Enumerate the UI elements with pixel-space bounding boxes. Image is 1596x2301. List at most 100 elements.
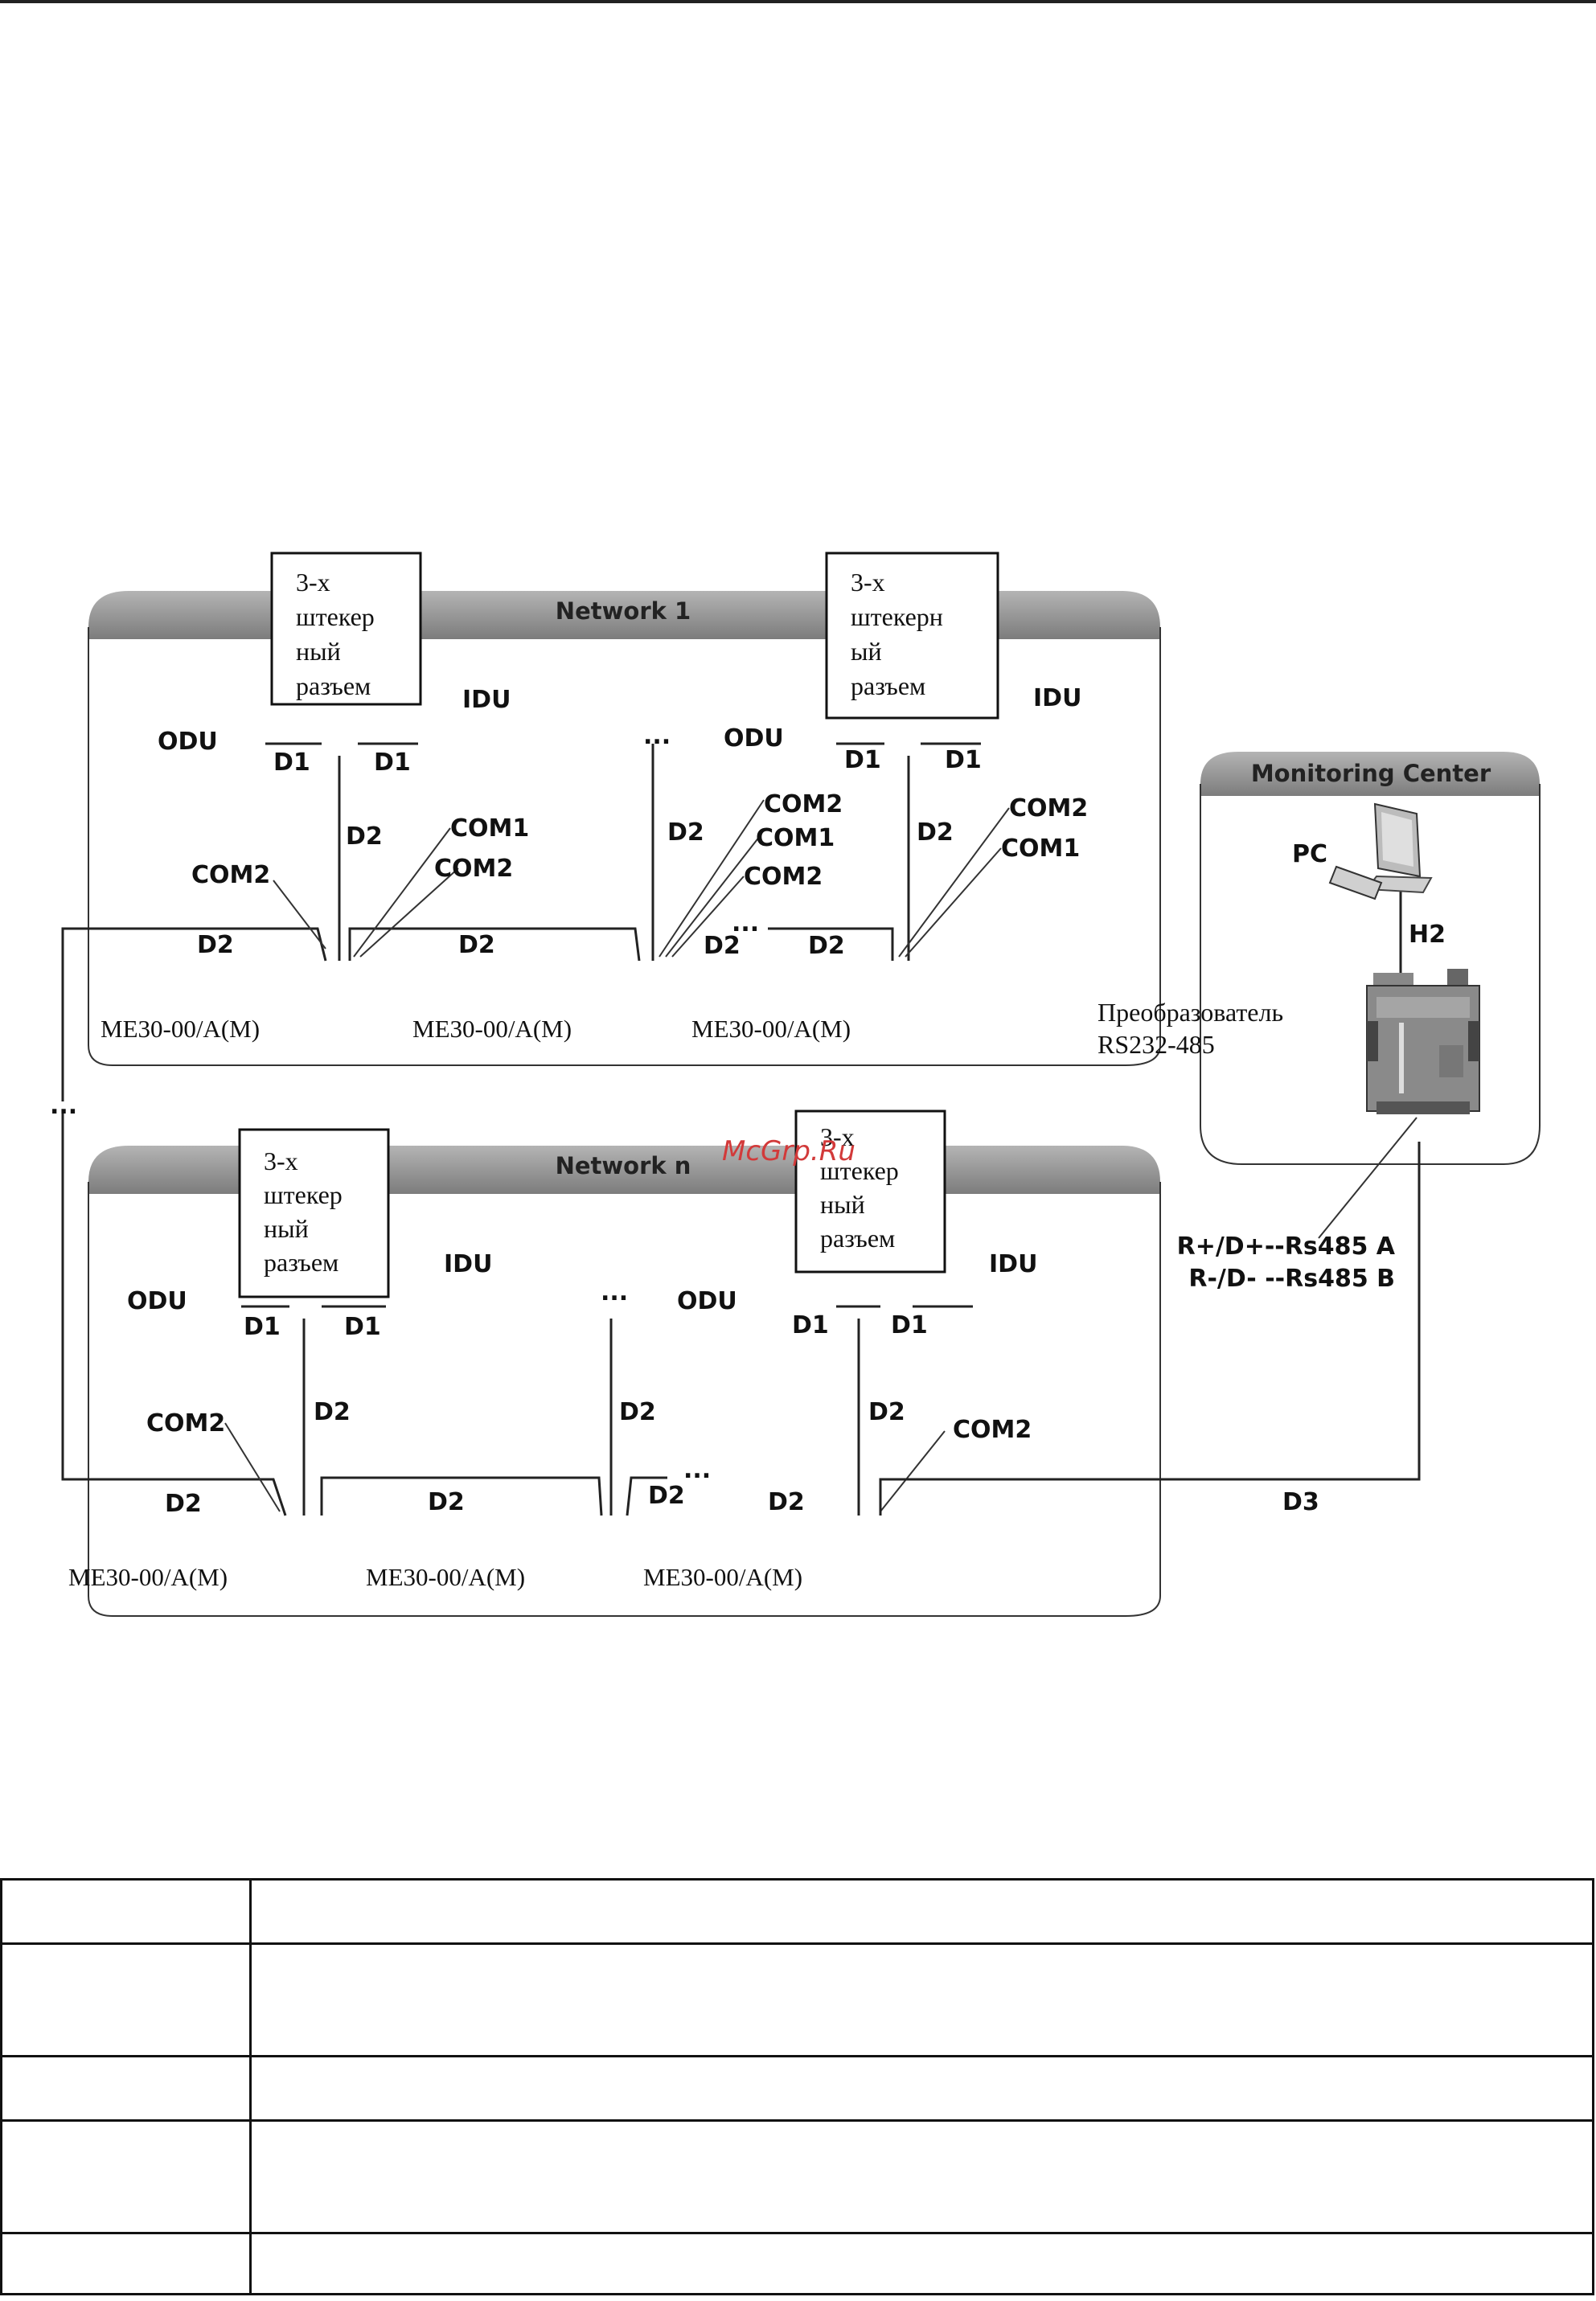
com2-label-1: COM2 (434, 855, 513, 883)
callout4-line2: штекер (820, 1156, 899, 1185)
ellipsis-2: ... (732, 909, 759, 937)
d2-label-10: D2 (428, 1488, 465, 1516)
monitoring-wiring (1318, 884, 1418, 1239)
callout1-line3: ный (296, 637, 341, 666)
callout3-line1: 3-х (264, 1146, 298, 1175)
ellipsis-1: ... (643, 722, 671, 750)
network1-panel: Network 1 (88, 591, 1161, 1066)
com1-label-1: COM1 (450, 814, 529, 843)
d2-label-3: D2 (458, 931, 495, 959)
callout2-line2: штекерн (851, 602, 943, 631)
converter-label-line2: RS232-485 (1098, 1030, 1215, 1059)
connector-callout-4: 3-х штекер ный разъем (794, 1109, 946, 1274)
ellipsis-5: ... (683, 1456, 711, 1484)
empty-table (0, 1878, 1596, 2296)
table-cell-value (249, 1942, 1594, 2057)
table-cell-value (249, 2055, 1594, 2122)
table-cell-label (0, 2119, 252, 2234)
model-label-2: ME30-00/A(M) (412, 1015, 572, 1043)
model-label-1: ME30-00/A(M) (101, 1015, 260, 1043)
connector-callout-2: 3-х штекерн ый разъем (825, 552, 999, 720)
model-label-5: ME30-00/A(M) (366, 1563, 525, 1591)
table-cell-label (0, 2232, 252, 2295)
d1-label-5: D1 (244, 1313, 281, 1341)
top-rule (0, 0, 1596, 3)
d3-label: D3 (1282, 1488, 1319, 1516)
model-label-4: ME30-00/A(M) (68, 1563, 228, 1591)
d2-label-12: D2 (648, 1482, 685, 1510)
table-row (0, 1878, 1594, 1945)
d2-label-8: D2 (314, 1398, 351, 1426)
idu-label-4: IDU (989, 1250, 1037, 1278)
com2-label-2: COM2 (191, 861, 270, 889)
network-diagram: Network 1 Network n Monitoring Center (50, 552, 1541, 1617)
d2-label-13: D2 (768, 1488, 805, 1516)
com1-label-3: COM1 (1001, 835, 1080, 863)
d2-label-9: D2 (165, 1490, 202, 1518)
networkn-wiring (61, 1109, 1421, 1516)
callout4-line3: ный (820, 1190, 865, 1219)
idu-label-3: IDU (444, 1250, 492, 1278)
callout1-line1: 3-х (296, 568, 330, 597)
network1-title: Network 1 (556, 597, 691, 625)
table-cell-value (249, 1878, 1594, 1945)
odu-label-4: ODU (677, 1287, 737, 1315)
odu-label-1: ODU (158, 728, 218, 756)
com2-label-3: COM2 (764, 790, 843, 818)
table-row (0, 2119, 1594, 2234)
d2-label-6: D2 (808, 932, 845, 960)
connector-callout-3: 3-х штекер ный разъем (238, 1128, 390, 1298)
table-cell-value (249, 2232, 1594, 2295)
table-row (0, 2055, 1594, 2122)
d2-label-4: D2 (667, 818, 704, 847)
pc-label: PC (1292, 840, 1327, 868)
odu-label-2: ODU (724, 724, 784, 753)
com2-label-4: COM2 (744, 863, 823, 891)
model-label-3: ME30-00/A(M) (691, 1015, 851, 1043)
table-cell-label (0, 2055, 252, 2122)
odu-label-3: ODU (127, 1287, 187, 1315)
callout2-line3: ый (851, 637, 882, 666)
monitoring-panel: Monitoring Center (1200, 752, 1541, 1165)
table-cell-label (0, 1942, 252, 2057)
d2-label-2: D2 (197, 931, 234, 959)
network1-wiring (61, 742, 1010, 1101)
rs485-a-label: R+/D+--Rs485 A (1177, 1233, 1396, 1261)
callout1-line2: штекер (296, 602, 375, 631)
d2-label-5: D2 (704, 932, 741, 960)
d2-label-1: D2 (346, 822, 383, 851)
com1-label-2: COM1 (756, 824, 835, 852)
d2-label-7: D2 (917, 818, 954, 847)
com2-label-7: COM2 (953, 1416, 1032, 1444)
com2-label-5: COM2 (1009, 794, 1088, 822)
idu-label-2: IDU (1033, 684, 1081, 712)
com2-label-6: COM2 (146, 1409, 225, 1438)
h2-label: H2 (1409, 921, 1446, 949)
ellipsis-3: ... (50, 1092, 77, 1120)
ellipsis-4: ... (601, 1278, 628, 1306)
table-row (0, 1942, 1594, 2057)
networkn-title: Network n (556, 1152, 691, 1179)
d2-label-14: D2 (868, 1398, 905, 1426)
d2-label-11: D2 (619, 1398, 656, 1426)
connector-callout-1: 3-х штекер ный разъем (270, 552, 422, 706)
callout1-line4: разъем (296, 671, 371, 700)
d1-label-7: D1 (792, 1311, 829, 1339)
callout2-line4: разъем (851, 671, 925, 700)
table-cell-label (0, 1878, 252, 1945)
table-row (0, 2232, 1594, 2295)
idu-label-1: IDU (462, 686, 511, 714)
table-cell-value (249, 2119, 1594, 2234)
callout3-line2: штекер (264, 1180, 343, 1209)
d1-label-4: D1 (945, 746, 982, 774)
rs485-b-label: R-/D- --Rs485 B (1188, 1265, 1395, 1293)
d1-label-1: D1 (273, 749, 310, 777)
d1-label-8: D1 (891, 1311, 928, 1339)
callout4-line1: 3-х (820, 1122, 855, 1151)
pc-computer-icon (1328, 802, 1433, 900)
callout4-line4: разъем (820, 1224, 895, 1253)
callout2-line1: 3-х (851, 568, 885, 597)
watermark: McGrp.Ru (722, 1135, 855, 1167)
model-label-6: ME30-00/A(M) (643, 1563, 802, 1591)
callout3-line4: разъем (264, 1248, 338, 1277)
